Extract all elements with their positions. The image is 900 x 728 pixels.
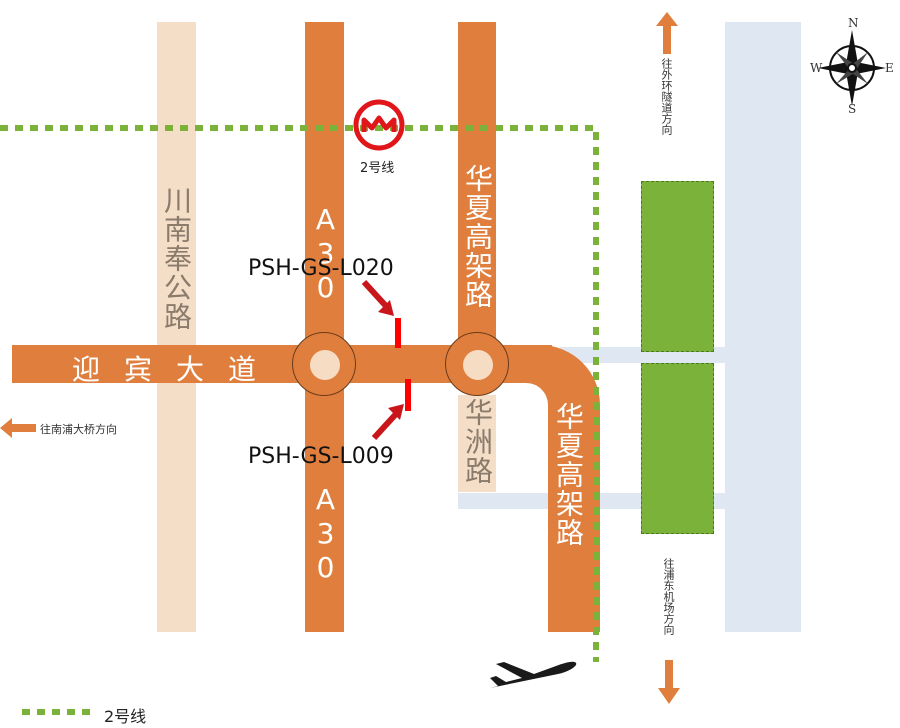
huazhou-road	[458, 395, 496, 492]
compass-s: S	[848, 102, 857, 116]
metro-label: 2号线	[360, 161, 395, 176]
label-yingbin: 迎宾大道	[72, 353, 281, 386]
compass-w: W	[810, 61, 823, 75]
interchange-huaxia	[445, 332, 509, 396]
label-a30-top: A30	[309, 203, 342, 305]
direction-north: 往外环隧道方向	[660, 58, 673, 135]
metro-logo-icon	[353, 99, 405, 151]
compass-e: E	[885, 61, 894, 75]
airplane-icon	[490, 661, 577, 688]
arrow-left-icon	[0, 418, 36, 438]
green-area-lower	[641, 363, 714, 534]
camera-code-upper: PSH-GS-L020	[248, 256, 394, 281]
label-a30-bottom: A30	[309, 483, 342, 585]
arrow-up-icon	[656, 12, 678, 54]
label-huaxia-top: 华夏高架路	[461, 164, 494, 309]
a30-road	[305, 22, 344, 632]
huaxia-road-north	[458, 22, 496, 342]
compass-n: N	[848, 16, 859, 30]
label-huaxia-bottom: 华夏高架路	[552, 402, 585, 547]
right-band	[725, 22, 801, 632]
arrow-down-icon	[658, 660, 680, 704]
compass-icon	[818, 30, 886, 106]
camera-code-lower: PSH-GS-L009	[248, 444, 394, 469]
interchange-a30	[292, 332, 356, 396]
direction-west: 往南浦大桥方向	[40, 423, 117, 436]
chuannan-road	[157, 22, 196, 632]
huaxia-curve	[520, 345, 600, 632]
green-area-upper	[641, 181, 714, 352]
legend-line2-label: 2号线	[104, 707, 147, 726]
label-chuannan: 川南奉公路	[160, 186, 193, 331]
direction-south: 往浦东机场方向	[662, 558, 675, 635]
label-huazhou: 华洲路	[461, 398, 494, 485]
